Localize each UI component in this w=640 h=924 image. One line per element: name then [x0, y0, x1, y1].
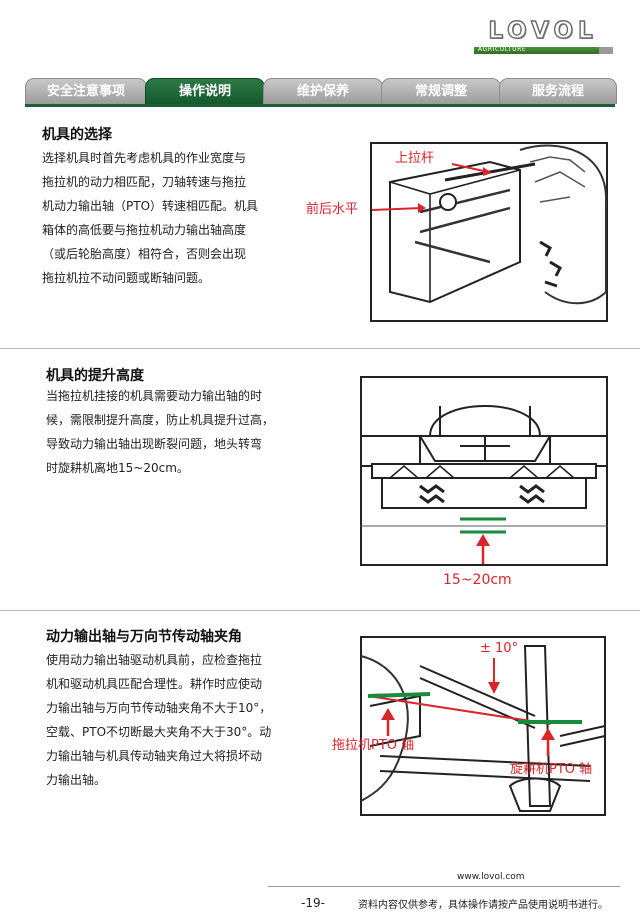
- section-divider: [0, 348, 640, 349]
- figure-label-tiller-pto: 旋耕机PTO 轴: [510, 762, 593, 777]
- figure-pto-angle: [360, 636, 606, 816]
- figure-label-tractor-pto: 拖拉机PTO 轴: [332, 738, 415, 753]
- figure-implement-hitch: [370, 142, 608, 322]
- section-title-lift-height: 机具的提升高度: [46, 368, 144, 384]
- tab-underline: [25, 104, 615, 107]
- logo-wordmark: LOVOL: [488, 17, 598, 44]
- section-body-pto-angle: 使用动力输出轴驱动机具前，应检查拖拉 机和驱动机具匹配合理性。耕作时应使动 力输…: [46, 653, 272, 787]
- tab-adjustment[interactable]: 常规调整: [381, 78, 501, 104]
- logo-green-bar: [474, 47, 600, 54]
- tab-maintenance[interactable]: 维护保养: [263, 78, 383, 104]
- section-body-implement-selection: 选择机具时首先考虑机具的作业宽度与 拖拉机的动力相匹配，刀轴转速与拖拉 机动力输…: [42, 151, 259, 285]
- figure-label-lift-height: 15~20cm: [443, 572, 512, 588]
- figure-label-level: 前后水平: [306, 202, 359, 217]
- page-number: -19-: [301, 896, 325, 910]
- tab-bar: 安全注意事项 操作说明 维护保养 常规调整 服务流程: [25, 78, 617, 105]
- footer-url: www.lovol.com: [457, 872, 525, 882]
- figure-label-angle: ± 10°: [480, 641, 519, 656]
- footer-disclaimer: 资料内容仅供参考，具体操作请按产品使用说明书进行。: [358, 900, 608, 911]
- section-title-pto-angle: 动力输出轴与万向节传动轴夹角: [46, 629, 242, 645]
- section-divider: [0, 610, 640, 611]
- footer-divider: [268, 886, 620, 887]
- section-body-lift-height: 当拖拉机挂接的机具需要动力输出轴的时 候，需限制提升高度，防止机具提升过高， 导…: [46, 389, 275, 475]
- tab-safety[interactable]: 安全注意事项: [25, 78, 147, 104]
- tab-service[interactable]: 服务流程: [499, 78, 617, 104]
- figure-lift-height: [360, 376, 608, 566]
- logo-subtitle: AGRICULTURE: [478, 46, 527, 53]
- figure-label-top-link: 上拉杆: [395, 151, 435, 166]
- logo-gray-block: [599, 47, 613, 54]
- section-title-implement-selection: 机具的选择: [42, 127, 112, 143]
- tab-operation[interactable]: 操作说明: [145, 78, 265, 104]
- lovol-logo: LOVOL AGRICULTURE: [470, 17, 616, 58]
